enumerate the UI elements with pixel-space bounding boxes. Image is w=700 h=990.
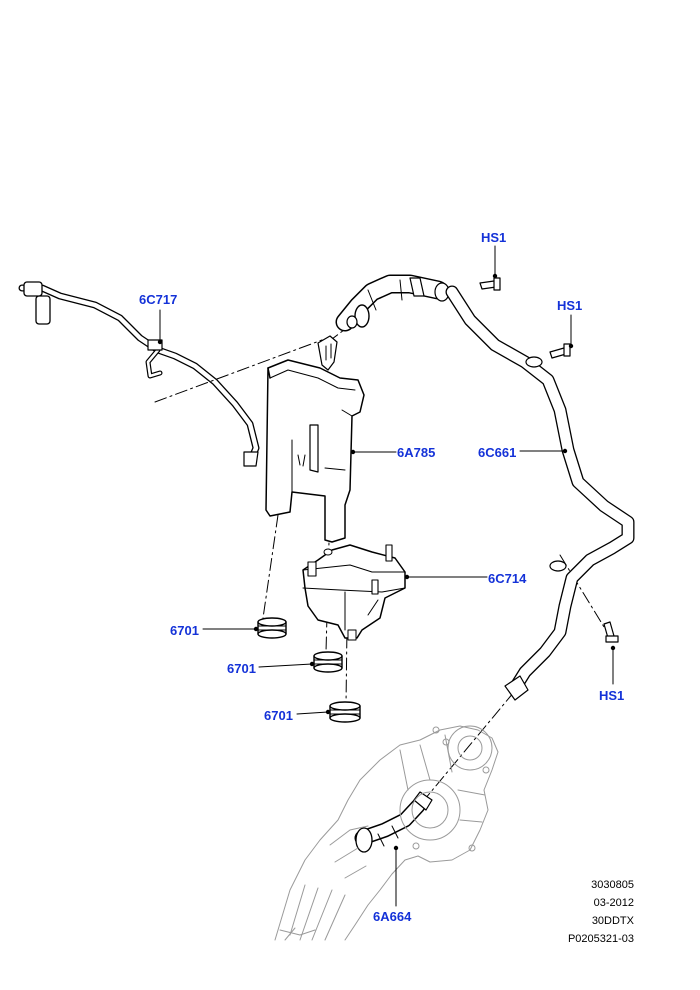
seal-6701-a — [257, 617, 287, 639]
label-hs1-mid: HS1 — [557, 298, 583, 313]
label-6701-b: 6701 — [227, 661, 256, 676]
bolt-hs1-top — [479, 277, 501, 291]
engine-ghost — [274, 725, 499, 941]
label-6A664: 6A664 — [373, 909, 412, 924]
leader-dots — [157, 273, 616, 851]
label-6C661: 6C661 — [478, 445, 517, 460]
hose-6A664 — [354, 791, 433, 853]
bolt-hs1-mid — [549, 343, 571, 359]
label-hs1-bottom: HS1 — [599, 688, 625, 703]
illustration-id: 3030805 — [591, 879, 634, 891]
hose-elbow — [335, 274, 450, 332]
illustration-part-ref: P0205321-03 — [567, 933, 634, 945]
tube-6C717 — [18, 281, 260, 467]
container-6C714 — [302, 544, 406, 641]
label-6A785: 6A785 — [397, 445, 436, 460]
label-hs1-top: HS1 — [481, 230, 507, 245]
label-6C714: 6C714 — [488, 571, 527, 586]
oil-separator-6A785 — [265, 335, 365, 543]
bolt-hs1-bottom — [603, 621, 619, 643]
label-6701-c: 6701 — [264, 708, 293, 723]
illustration-date: 03-2012 — [593, 897, 634, 909]
seal-6701-b — [313, 651, 343, 673]
label-6701-a: 6701 — [170, 623, 199, 638]
tube-6C661 — [445, 285, 635, 701]
seal-6701-c — [329, 701, 361, 723]
leader-lines — [159, 245, 614, 907]
label-6C717: 6C717 — [139, 292, 178, 307]
illustration-model-code: 30DDTX — [591, 915, 634, 927]
